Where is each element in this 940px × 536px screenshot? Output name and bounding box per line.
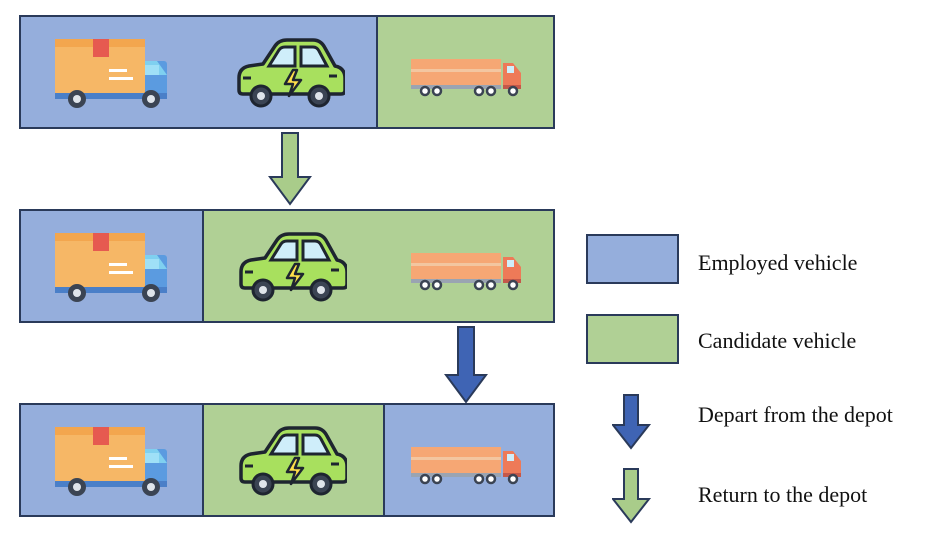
legend-depart-label: Depart from the depot xyxy=(698,402,893,427)
electric-car-icon xyxy=(233,37,345,109)
candidate-vehicle-cell xyxy=(202,211,553,321)
fleet-row-3 xyxy=(19,403,555,517)
legend-candidate-label: Candidate vehicle xyxy=(698,328,857,353)
legend-return-label: Return to the depot xyxy=(698,482,868,507)
return-arrow-icon xyxy=(268,132,312,206)
candidate-vehicle-cell xyxy=(202,405,383,515)
electric-car-icon xyxy=(235,425,347,497)
semi-truck-icon xyxy=(411,249,523,293)
candidate-vehicle-cell xyxy=(376,17,553,127)
electric-car-icon xyxy=(235,231,347,303)
box-truck-icon xyxy=(55,233,167,303)
fleet-row-1 xyxy=(19,15,555,129)
legend-employed-swatch xyxy=(586,234,679,284)
legend-depart-arrow-icon xyxy=(612,394,652,450)
box-truck-icon xyxy=(55,39,167,109)
box-truck-icon xyxy=(55,427,167,497)
employed-vehicle-cell xyxy=(21,17,376,127)
legend-employed-label: Employed vehicle xyxy=(698,250,858,275)
semi-truck-icon xyxy=(411,55,523,99)
depart-arrow-icon xyxy=(444,326,488,404)
employed-vehicle-cell xyxy=(383,405,553,515)
fleet-row-2 xyxy=(19,209,555,323)
legend-candidate-swatch xyxy=(586,314,679,364)
employed-vehicle-cell xyxy=(21,211,202,321)
employed-vehicle-cell xyxy=(21,405,202,515)
semi-truck-icon xyxy=(411,443,523,487)
legend-return-arrow-icon xyxy=(612,468,652,524)
